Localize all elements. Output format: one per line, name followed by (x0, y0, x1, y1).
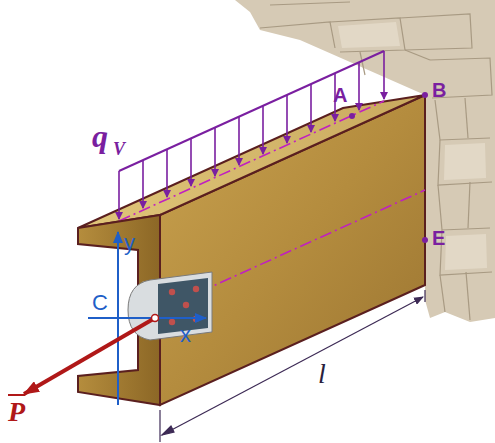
end-plate (128, 272, 212, 340)
centroid-label: C (92, 292, 108, 314)
point-label: B (432, 80, 446, 100)
load-subscript: V (113, 140, 125, 158)
axis-label: y (124, 232, 135, 254)
point-label: E (432, 228, 445, 248)
load-symbol: q (92, 120, 108, 152)
flange-top (78, 95, 425, 228)
point-a (349, 113, 355, 119)
force-arrow (24, 318, 155, 394)
load-point (152, 315, 159, 322)
axis-label: x (180, 324, 191, 346)
axes (88, 232, 206, 405)
point-label: A (333, 85, 347, 105)
distributed-load (119, 51, 384, 219)
dimension-l (160, 290, 425, 442)
point-b (422, 92, 428, 98)
point-e (422, 237, 428, 243)
top-centreline (119, 101, 384, 221)
dimension-label: l (318, 360, 326, 388)
force-label: P (8, 396, 25, 426)
